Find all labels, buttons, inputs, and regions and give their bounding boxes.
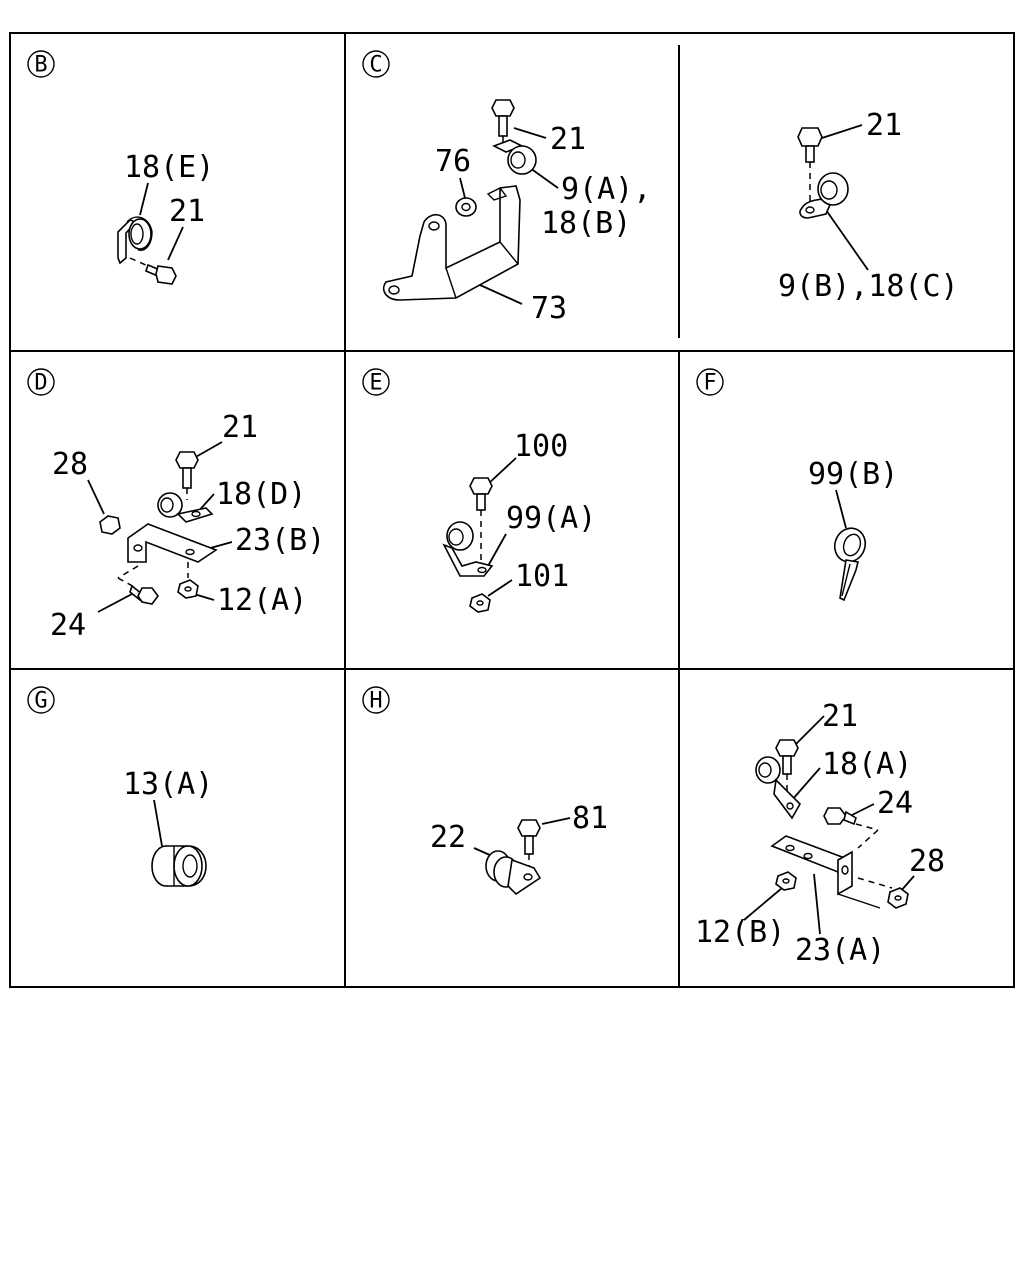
clamp-22-icon (485, 850, 542, 896)
label-18b: 18(B) (541, 206, 631, 241)
panel-b: B 18(E) 21 (27, 50, 214, 285)
label-12a: 12(A) (217, 583, 307, 618)
panel-b-circle-label: B (27, 50, 55, 78)
label-21-c2: 21 (866, 108, 902, 143)
label-13a: 13(A) (123, 767, 213, 802)
panel-c-circle-label: C (362, 50, 390, 78)
label-9a: 9(A), (561, 172, 651, 207)
svg-text:G: G (34, 689, 47, 714)
bolt-100-icon (469, 477, 493, 568)
label-99b: 99(B) (808, 457, 898, 492)
label-81: 81 (572, 801, 608, 836)
clamp-18e-icon (117, 216, 153, 265)
nut-101-icon (469, 593, 491, 613)
panel-i: 21 18(A) 24 28 12(B) 23(A) (695, 699, 945, 968)
panel-c2: 21 9(B),18(C) (778, 108, 959, 304)
panel-g-circle-label: G (27, 686, 55, 714)
label-76: 76 (435, 144, 471, 179)
panel-g: G 13(A) (27, 686, 213, 887)
svg-text:E: E (369, 371, 382, 396)
bracket-23b-icon (127, 523, 218, 563)
label-23b: 23(B) (235, 523, 325, 558)
grommet-13a-icon (151, 845, 207, 887)
clamp-18d-icon (157, 492, 214, 523)
label-28-i: 28 (909, 844, 945, 879)
bolt-21-b-icon (129, 257, 177, 285)
label-100: 100 (514, 429, 568, 464)
label-12b: 12(B) (695, 915, 785, 950)
clamp-99a-icon (442, 521, 494, 577)
panel-e-circle-label: E (362, 368, 390, 396)
bolt-24-d-icon (129, 584, 159, 605)
label-18e: 18(E) (124, 150, 214, 185)
bracket-73-icon (382, 185, 521, 301)
label-28-d: 28 (52, 447, 88, 482)
label-9b-18c: 9(B),18(C) (778, 269, 959, 304)
svg-text:D: D (34, 371, 47, 396)
svg-text:C: C (369, 53, 382, 78)
bolt-21-i-icon (775, 739, 799, 800)
panel-h-circle-label: H (362, 686, 390, 714)
svg-text:F: F (703, 371, 716, 396)
label-21-i: 21 (822, 699, 858, 734)
panel-c: C 21 76 9(A), 18(B) 73 (362, 50, 651, 326)
clamp-9b-icon (799, 172, 849, 219)
nut-12a-icon (177, 579, 199, 599)
panel-f: F 99(B) (696, 368, 898, 602)
cable-tie-99b-icon (833, 527, 867, 602)
clamp-9a-icon (492, 139, 537, 175)
bolt-24-i-icon (823, 807, 879, 849)
bracket-23a-icon (770, 835, 881, 909)
label-22: 22 (430, 820, 466, 855)
label-73: 73 (531, 291, 567, 326)
label-21-b: 21 (169, 194, 205, 229)
label-18a: 18(A) (822, 747, 912, 782)
panel-d: D 21 28 18(D) 23(B) 12(A) 24 (27, 368, 325, 643)
washer-76-icon (455, 197, 477, 217)
grid-frame (9, 32, 1015, 988)
label-24-i: 24 (877, 786, 913, 821)
nut-28-i-icon (887, 887, 909, 909)
label-23a: 23(A) (795, 933, 885, 968)
label-21-c: 21 (550, 122, 586, 157)
panel-d-circle-label: D (27, 368, 55, 396)
svg-text:B: B (34, 53, 47, 78)
label-101: 101 (515, 559, 569, 594)
label-18d: 18(D) (216, 477, 306, 512)
label-99a: 99(A) (506, 501, 596, 536)
bolt-21-c-icon (491, 99, 515, 150)
panel-h: H 22 81 (362, 686, 608, 896)
label-21-d: 21 (222, 410, 258, 445)
panel-f-circle-label: F (696, 368, 724, 396)
nut-12b-icon (775, 871, 797, 891)
bolt-81-icon (517, 819, 541, 868)
clamp-18a-icon (755, 756, 801, 820)
bolt-21-d-icon (175, 451, 199, 500)
bolt-21-c2-icon (797, 127, 823, 204)
panel-e: E 100 99(A) 101 (362, 368, 596, 613)
svg-text:H: H (369, 689, 382, 714)
nut-28-d-icon (99, 515, 121, 535)
label-24-d: 24 (50, 608, 86, 643)
